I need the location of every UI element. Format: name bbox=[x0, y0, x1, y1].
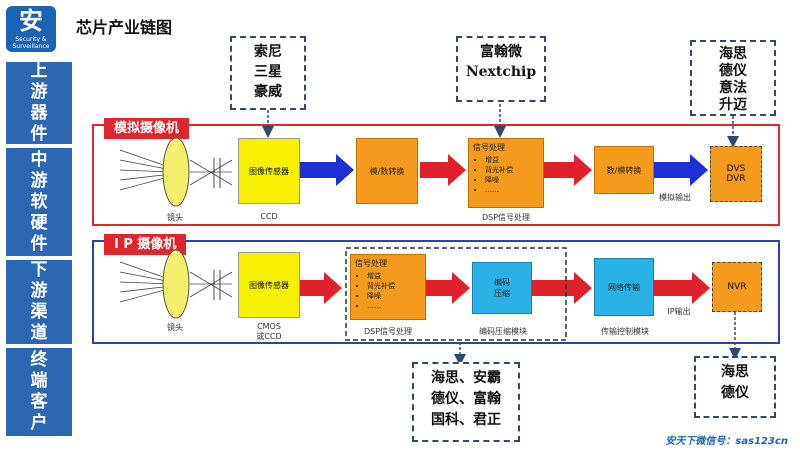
analog-dsp-item: …… bbox=[485, 185, 539, 195]
ip-lens-icon bbox=[119, 249, 233, 319]
stage-downstream-label: 下游渠道 bbox=[30, 260, 48, 343]
watermark: 安天下微信号：sas123cn bbox=[665, 436, 788, 447]
analog-dac-block: 数/模转换 bbox=[594, 146, 654, 194]
stage-upstream-label: 上游器件 bbox=[30, 61, 48, 144]
ip-dsp-item: 降噪 bbox=[367, 291, 421, 301]
ip-dsp-item: 增益 bbox=[367, 271, 421, 281]
analog-lens-label: 镜头 bbox=[167, 213, 183, 222]
analog-image-sensor: 图像传感器 bbox=[238, 138, 300, 204]
ip-camera-section bbox=[92, 240, 780, 344]
nvr-vendors-box: 海思 德仪 bbox=[694, 356, 776, 418]
sensor-vendors-box: 索尼 三星 豪威 bbox=[230, 36, 306, 110]
analog-camera-section bbox=[92, 124, 780, 226]
analog-dsp-item: 降噪 bbox=[485, 175, 539, 185]
ip-network-block: 网络传输 bbox=[594, 258, 654, 316]
arrow-sensor-to-adc bbox=[298, 154, 354, 186]
stage-upstream: 上游器件 bbox=[6, 61, 72, 144]
recorder-vendors-box: 海思 德仪 意法 升迈 bbox=[690, 40, 776, 116]
ip-output-nvr-box: NVR bbox=[712, 262, 762, 312]
soc-vendors-box: 海思、安霸 德仪、富翰 国科、君正 bbox=[412, 362, 520, 442]
logo-text-2: Surveillance bbox=[12, 43, 50, 50]
stage-downstream: 下游渠道 bbox=[6, 260, 72, 344]
ip-camera-tag: I P 摄像机 bbox=[104, 234, 187, 255]
logo-text: Security & bbox=[15, 36, 47, 43]
stage-midstream: 中游软硬件 bbox=[6, 148, 72, 256]
ip-dsp-block: 信号处理 增益 背光补偿 降噪 …… bbox=[350, 254, 426, 320]
stage-midstream-label: 中游软硬件 bbox=[30, 149, 48, 254]
stage-end-customer: 终端客户 bbox=[6, 348, 72, 436]
ip-image-sensor: 图像传感器 bbox=[238, 252, 300, 318]
arrow-ip-sensor-to-dsp bbox=[298, 272, 342, 304]
ip-dsp-item: 背光补偿 bbox=[367, 281, 421, 291]
ip-dsp-title: 信号处理 bbox=[355, 259, 387, 268]
logo-character: 安 bbox=[19, 7, 43, 35]
ip-lens-label: 镜头 bbox=[167, 323, 183, 332]
stage-end-customer-label: 终端客户 bbox=[30, 350, 48, 433]
chain-stage-sidebar: 上游器件 中游软硬件 下游渠道 终端客户 bbox=[6, 61, 72, 436]
analog-dsp-caption: DSP信号处理 bbox=[481, 213, 531, 222]
arrow-adc-to-dsp bbox=[420, 154, 466, 186]
analog-adc-block: 模/数转换 bbox=[356, 138, 418, 204]
analog-dsp-item: 背光补偿 bbox=[485, 165, 539, 175]
dsp-vendors-box: 富翰微 Nextchip bbox=[456, 36, 546, 102]
analog-dsp-block: 信号处理 增益 背光补偿 降噪 …… bbox=[468, 138, 544, 208]
arrow-network-to-nvr bbox=[654, 272, 710, 304]
analog-lens-icon bbox=[119, 137, 233, 207]
page-title: 芯片产业链图 bbox=[76, 18, 173, 37]
ip-sensor-caption: CMOS 或CCD bbox=[256, 322, 282, 341]
arrow-dac-to-output bbox=[654, 154, 708, 186]
ip-output-label: IP输出 bbox=[667, 307, 691, 316]
analog-output-label: 模拟输出 bbox=[659, 193, 691, 202]
ip-encoder-caption: 编码压缩模块 bbox=[479, 327, 527, 336]
arrow-ip-dsp-to-encoder bbox=[426, 272, 470, 304]
analog-camera-tag: 模拟摄像机 bbox=[104, 118, 190, 139]
analog-dsp-item: 增益 bbox=[485, 155, 539, 165]
brand-logo: 安 Security & Surveillance bbox=[6, 6, 56, 52]
ip-encoder-block: 编码 压缩 bbox=[472, 262, 532, 314]
arrow-dsp-to-dac bbox=[544, 154, 592, 186]
analog-output-dvr-box: DVS DVR bbox=[710, 146, 762, 202]
arrow-encoder-to-network bbox=[532, 272, 592, 304]
ip-dsp-item: …… bbox=[367, 301, 421, 311]
analog-sensor-caption: CCD bbox=[260, 212, 278, 221]
ip-network-caption: 传输控制模块 bbox=[601, 327, 649, 336]
ip-soc-group bbox=[345, 247, 567, 341]
analog-dsp-title: 信号处理 bbox=[473, 143, 505, 152]
ip-dsp-caption: DSP信号处理 bbox=[363, 327, 413, 336]
